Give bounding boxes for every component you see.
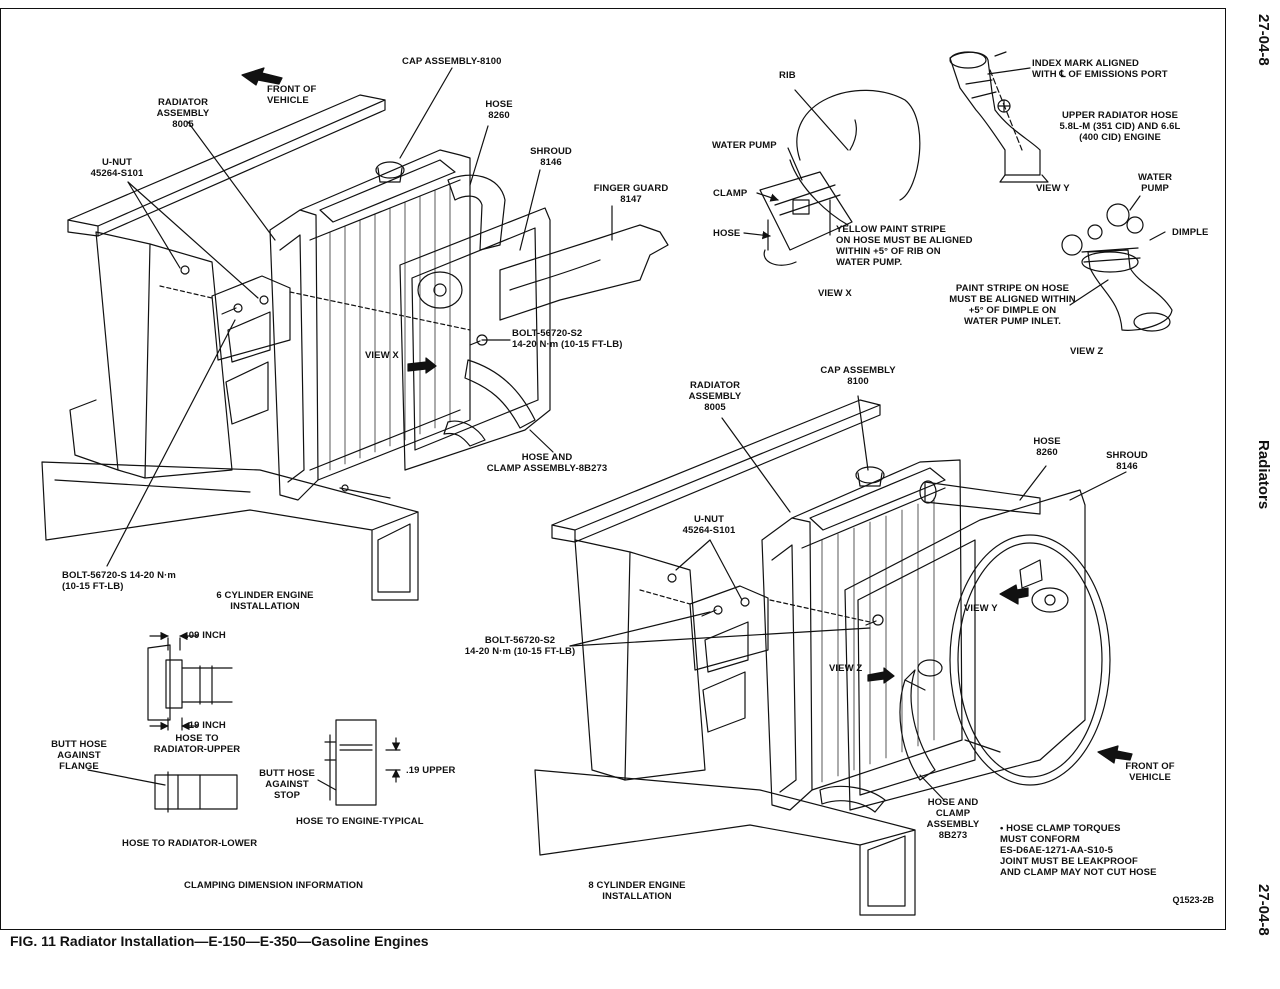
view-x-callout: VIEW X	[365, 350, 399, 361]
shroud-label: SHROUD 8146	[530, 146, 572, 168]
bolt-label: BOLT-56720-S2 14-20 N·m (10-15 FT-LB)	[512, 328, 623, 350]
view-z-callout: VIEW Z	[829, 663, 863, 674]
hose-to-radiator-lower-label: HOSE TO RADIATOR-LOWER	[122, 838, 258, 849]
view-x-title: VIEW X	[818, 288, 852, 299]
hose-to-radiator-upper-label: HOSE TO RADIATOR-UPPER	[153, 733, 241, 755]
clamping-drawing	[88, 631, 400, 812]
view-y-title: VIEW Y	[1036, 183, 1070, 194]
dim-09-inch: .09 INCH	[186, 630, 226, 641]
view-z-title: VIEW Z	[1070, 346, 1104, 357]
view-x-drawing	[744, 90, 920, 265]
front-of-vehicle-label: FRONT OF VEHICLE	[267, 84, 317, 106]
figure-code: Q1523-2B	[1172, 895, 1214, 905]
view-y-callout: VIEW Y	[964, 603, 998, 614]
eight-cylinder-drawing	[535, 396, 1132, 915]
water-pump-label-view-z: WATER PUMP	[1137, 172, 1173, 194]
bolt-left-label: BOLT-56720-S 14-20 N·m (10-15 FT-LB)	[62, 570, 176, 592]
section-title: Radiators	[1255, 440, 1272, 510]
dim-19-inch: .19 INCH	[186, 720, 226, 731]
u-nut-label-8cyl: U-NUT 45264-S101	[682, 514, 736, 536]
page-number-bottom: 27-04-8	[1255, 884, 1272, 936]
hose-label-8cyl: HOSE 8260	[1033, 436, 1061, 458]
butt-hose-flange-label: BUTT HOSE AGAINST FLANGE	[51, 739, 107, 772]
figure-frame	[0, 8, 1226, 930]
eight-cylinder-title: 8 CYLINDER ENGINE INSTALLATION	[588, 880, 686, 902]
clamping-title: CLAMPING DIMENSION INFORMATION	[184, 880, 364, 891]
six-cylinder-title: 6 CYLINDER ENGINE INSTALLATION	[216, 590, 314, 612]
hose-clamp-assembly-label: HOSE AND CLAMP ASSEMBLY-8B273	[486, 452, 608, 474]
yellow-stripe-note: YELLOW PAINT STRIPE ON HOSE MUST BE ALIG…	[836, 224, 973, 268]
radiator-assembly-label-8cyl: RADIATOR ASSEMBLY 8005	[688, 380, 742, 413]
page-number-top: 27-04-8	[1255, 14, 1272, 66]
view-y-drawing	[950, 52, 1048, 182]
water-pump-label: WATER PUMP	[712, 140, 777, 151]
shroud-label-8cyl: SHROUD 8146	[1106, 450, 1148, 472]
view-z-drawing	[1062, 196, 1172, 331]
hose-label-view-x: HOSE	[713, 228, 741, 239]
butt-hose-stop-label: BUTT HOSE AGAINST STOP	[259, 768, 315, 801]
six-cylinder-drawing	[42, 68, 668, 600]
radiator-assembly-label: RADIATOR ASSEMBLY 8005	[156, 97, 210, 130]
paint-stripe-note: PAINT STRIPE ON HOSE MUST BE ALIGNED WIT…	[949, 283, 1076, 327]
dim-19-upper: .19 UPPER	[406, 765, 456, 776]
hose-clamp-assembly-label-8cyl: HOSE AND CLAMP ASSEMBLY 8B273	[926, 797, 980, 841]
front-of-vehicle-label-8cyl: FRONT OF VEHICLE	[1125, 761, 1175, 783]
clamp-label: CLAMP	[713, 188, 748, 199]
cap-assembly-label-8cyl: CAP ASSEMBLY 8100	[820, 365, 896, 387]
cap-assembly-label: CAP ASSEMBLY-8100	[402, 56, 502, 67]
hose-to-engine-label: HOSE TO ENGINE-TYPICAL	[296, 816, 424, 827]
rib-label: RIB	[779, 70, 796, 81]
u-nut-label: U-NUT 45264-S101	[90, 157, 144, 179]
index-mark-note: INDEX MARK ALIGNED WITH ℄ OF EMISSIONS P…	[1032, 58, 1168, 80]
upper-radiator-hose-note: UPPER RADIATOR HOSE 5.8L-M (351 CID) AND…	[1059, 110, 1181, 143]
hose-label: HOSE 8260	[485, 99, 513, 121]
figure-caption: FIG. 11 Radiator Installation—E-150—E-35…	[10, 933, 429, 949]
dimple-label: DIMPLE	[1172, 227, 1209, 238]
finger-guard-label: FINGER GUARD 8147	[593, 183, 669, 205]
bolt-label-8cyl: BOLT-56720-S2 14-20 N·m (10-15 FT-LB)	[464, 635, 576, 657]
hose-clamp-torque-note: • HOSE CLAMP TORQUES MUST CONFORM ES-D6A…	[1000, 823, 1157, 878]
